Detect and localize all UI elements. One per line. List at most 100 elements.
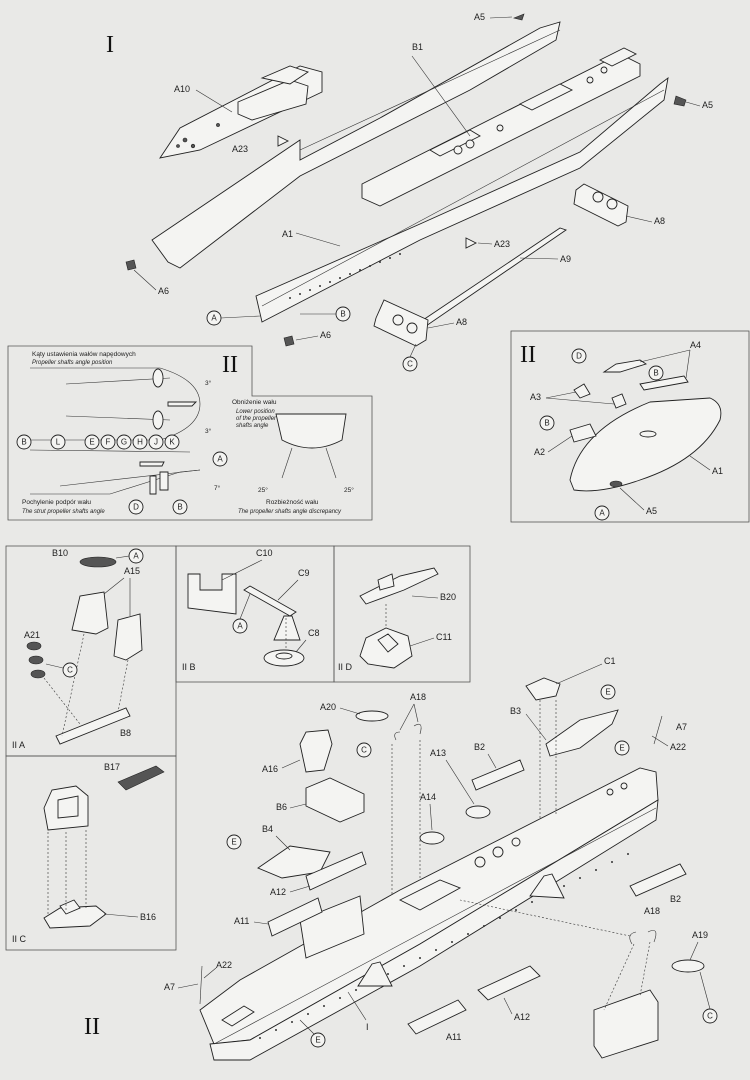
part-b3 (545, 709, 619, 757)
callout-circle-e-hull: E (614, 740, 630, 756)
label-a1-top: A1 (282, 229, 293, 239)
part-b2-right (629, 863, 687, 897)
label-a7-left: A7 (164, 982, 175, 992)
label-b10: B10 (52, 548, 68, 558)
label-b20: B20 (440, 592, 456, 602)
shaft-dim-3: 7° (214, 484, 221, 492)
svg-text:E: E (315, 1036, 320, 1045)
svg-text:F: F (106, 438, 111, 447)
svg-text:D: D (576, 352, 582, 361)
shaft-lower-pl: Obniżenie wału (232, 399, 277, 406)
svg-text:E: E (619, 744, 624, 753)
svg-text:C: C (707, 1012, 713, 1021)
callout-circle-c-a19: C (702, 1008, 718, 1024)
main-hull-assembly (199, 767, 659, 1061)
step-number-one: I (106, 32, 114, 58)
shaft-disc-pl: Rozbieżność wału (266, 499, 319, 506)
svg-text:G: G (121, 438, 127, 447)
part-a16 (299, 729, 333, 773)
svg-text:A: A (133, 552, 139, 561)
step-number-two-bottom: II (84, 1014, 100, 1040)
label-a21: A21 (24, 630, 40, 640)
svg-text:C: C (361, 746, 367, 755)
label-step-ref-i: I (366, 1022, 369, 1032)
part-b2-top (471, 759, 525, 791)
part-a13 (465, 805, 491, 819)
part-a6-upper (125, 259, 137, 271)
triangle-marker-a23 (277, 135, 290, 147)
callout-circle-b-right-b: B (539, 415, 555, 431)
label-a19: A19 (692, 930, 708, 940)
part-a8-stand-right (573, 183, 629, 227)
substep-2c-box: II C (5, 755, 177, 951)
part-a18-clip-top-right (413, 723, 422, 735)
svg-text:B: B (340, 310, 345, 319)
part-a8-stand-left (373, 299, 429, 347)
svg-text:E: E (231, 838, 236, 847)
callout-circle-c-step1: C (402, 356, 418, 372)
shaft-angle-left: 25° (258, 486, 268, 494)
part-a19 (671, 959, 705, 973)
triangle-marker-a23-right (465, 237, 478, 249)
label-a13: A13 (430, 748, 446, 758)
svg-text:C: C (407, 360, 413, 369)
callout-circle-a-2b: A (232, 618, 248, 634)
part-a11-right (407, 999, 467, 1035)
label-a14: A14 (420, 792, 436, 802)
shaft-lower-en-3: shafts angle (236, 423, 269, 429)
shaft-disc-en: The propeller shafts angle discrepancy (238, 509, 342, 515)
part-a18-clip-top-left (394, 731, 401, 741)
svg-text:B: B (544, 419, 549, 428)
label-a6-lower: A6 (320, 330, 331, 340)
label-a5-panel: A5 (646, 506, 657, 516)
label-a9: A9 (560, 254, 571, 264)
shaft-lower-en-2: of the propeller (236, 416, 277, 422)
label-a16: A16 (262, 764, 278, 774)
part-a9-keel-rail (419, 227, 568, 327)
label-b6: B6 (276, 802, 287, 812)
callout-circle-a-right: A (594, 505, 610, 521)
label-a20: A20 (320, 702, 336, 712)
label-a8-left: A8 (456, 317, 467, 327)
svg-text:D: D (133, 503, 139, 512)
label-b17: B17 (104, 762, 120, 772)
step-number-two-right: II (520, 342, 536, 368)
callout-circle-e-b4: E (226, 834, 242, 850)
part-a12-left (305, 851, 367, 891)
label-a1-right: A1 (712, 466, 723, 476)
svg-text:B: B (21, 438, 26, 447)
part-a18-clip-right-b (647, 930, 657, 943)
callout-circle-b-step1: B (335, 306, 351, 322)
callout-circle-e-bottom: E (310, 1032, 326, 1048)
part-c1 (525, 677, 561, 701)
part-a1-hull-side-upper (151, 21, 561, 269)
substep-2b-box: II B (175, 545, 335, 683)
label-a18-right: A18 (644, 906, 660, 916)
label-a23-top: A23 (232, 144, 248, 154)
label-b2-right: B2 (670, 894, 681, 904)
shaft-angle-diagram: II Kąty ustawienia wałów napędowych Prop… (7, 345, 373, 521)
substep-2c-label: II C (12, 934, 27, 944)
part-b1-main-deck (361, 47, 641, 207)
label-a12-right: A12 (514, 1012, 530, 1022)
shaft-strut-en: The strut propeller shafts angle (22, 509, 105, 515)
label-a10: A10 (174, 84, 190, 94)
label-c9: C9 (298, 568, 310, 578)
svg-text:K: K (169, 438, 175, 447)
part-a10-forecastle (159, 65, 323, 159)
label-a18-top: A18 (410, 692, 426, 702)
label-c11: C11 (436, 632, 452, 642)
part-a14 (419, 831, 445, 845)
substep-2d-label: II D (338, 662, 353, 672)
svg-text:A: A (211, 314, 217, 323)
svg-text:A: A (237, 622, 243, 631)
svg-text:C: C (67, 666, 73, 675)
label-a5-top: A5 (474, 12, 485, 22)
label-a5-right: A5 (702, 100, 713, 110)
label-a7-right: A7 (676, 722, 687, 732)
shaft-dim-2: 3° (205, 427, 212, 435)
label-a4: A4 (690, 340, 701, 350)
label-b3: B3 (510, 706, 521, 716)
part-a6-lower (283, 335, 295, 347)
substep-2a-box: II A (5, 545, 177, 757)
